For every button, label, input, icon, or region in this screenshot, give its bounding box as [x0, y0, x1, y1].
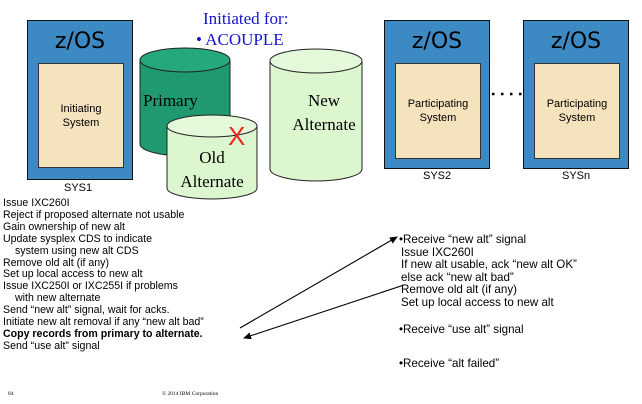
step: system using new alt CDS — [15, 244, 139, 257]
participating-system-label: Participating System — [407, 98, 469, 124]
step: Set up local access to new alt — [3, 268, 143, 281]
zos-box-sys1: z/OS Initiating System — [27, 20, 133, 180]
step: If new alt usable, ack “new alt OK” — [401, 258, 577, 272]
step: Issue IXC260I — [3, 197, 70, 209]
sys1-label: SYS1 — [64, 182, 93, 194]
step: else ack “new alt bad” — [401, 270, 514, 284]
step: Remove old alt (if any) — [3, 256, 109, 269]
zos-label: z/OS — [411, 29, 463, 54]
primary-label: Primary — [143, 91, 198, 110]
participating-system-box: Participating System — [395, 63, 481, 159]
old-alternate-cylinder — [166, 114, 258, 200]
participating-steps: •Receive “new alt” signal Issue IXC260I … — [399, 233, 577, 310]
new-alternate-label: New Alternate — [292, 91, 356, 134]
step: with new alternate — [15, 292, 101, 305]
initiated-for-bullet: • ACOUPLE — [196, 30, 284, 49]
old-alternate-label: Old Alternate — [180, 148, 244, 191]
step: •Receive “new alt” signal — [399, 233, 527, 246]
zos-box-sysn: z/OS Participating System — [523, 20, 629, 169]
step: Update sysplex CDS to indicate — [3, 232, 152, 245]
zos-label: z/OS — [54, 29, 106, 54]
ack-arrow — [243, 284, 405, 340]
x-mark-icon: X — [228, 121, 246, 151]
participating-system-box: Participating System — [534, 63, 620, 159]
initiating-system-label: Initiating System — [60, 102, 102, 129]
page-number: 84 — [8, 391, 14, 397]
sysn-label: SYSn — [562, 170, 591, 182]
new-alt-signal-arrow — [239, 236, 398, 329]
step: Reject if proposed alternate not usable — [3, 208, 185, 221]
step-alt-failed: •Receive “alt failed” — [399, 357, 500, 370]
step: Issue IXC260I — [401, 245, 474, 259]
step: Set up local access to new alt — [401, 295, 554, 309]
step-use-alt: •Receive “use alt” signal — [399, 323, 524, 336]
new-alternate-cylinder — [269, 48, 363, 182]
initiating-steps: Issue IXC260I Reject if proposed alterna… — [3, 197, 204, 353]
zos-box-sys2: z/OS Participating System — [384, 20, 490, 169]
step: Remove old alt (if any) — [401, 283, 517, 297]
zos-label: z/OS — [550, 29, 602, 54]
participating-system-label: Participating System — [546, 98, 608, 124]
copyright: © 2014 IBM Corporation — [162, 391, 219, 397]
step: Initiate new alt removal if any “new alt… — [3, 316, 204, 329]
step: Send “new alt” signal, wait for acks. — [3, 304, 170, 317]
step: Issue IXC250I or IXC255I if problems — [3, 280, 178, 293]
step-bold: Copy records from primary to alternate. — [3, 327, 203, 340]
step: Send “use alt” signal — [3, 339, 100, 352]
sys2-label: SYS2 — [423, 170, 452, 182]
step: Gain ownership of new alt — [3, 220, 125, 233]
initiating-system-box: Initiating System — [38, 63, 124, 168]
initiated-for-title: Initiated for: — [203, 9, 289, 28]
datasets-graphic — [139, 47, 363, 200]
